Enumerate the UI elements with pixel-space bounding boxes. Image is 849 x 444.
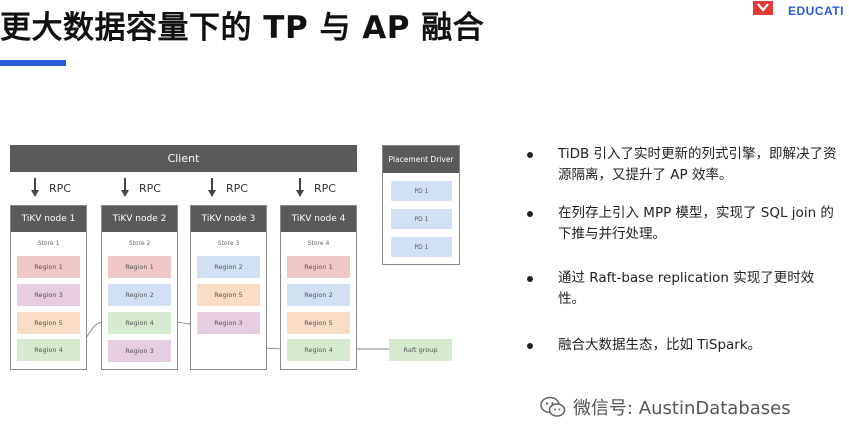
rpc-label: RPC xyxy=(314,181,336,195)
pd-title: Placement Driver xyxy=(383,146,459,173)
store-label: Store 2 xyxy=(128,240,151,247)
region-block: Region 3 xyxy=(108,340,171,362)
bullet-list: TiDB 引入了实时更新的列式引擎，即解决了资源隔离，又提升了 AP 效率。 在… xyxy=(527,144,837,356)
down-arrow-icon xyxy=(121,178,129,198)
region-block: Region 3 xyxy=(197,312,260,334)
brand-logo-area: EDUCATI xyxy=(752,0,844,22)
region-block: Region 5 xyxy=(17,312,80,334)
node-title: TiKV node 2 xyxy=(102,206,177,232)
region-block: Region 2 xyxy=(197,256,260,278)
placement-driver: Placement Driver PD 1 PD 1 PD 1 xyxy=(382,145,460,265)
store-label: Store 3 xyxy=(217,240,240,247)
rpc-label: RPC xyxy=(226,181,248,195)
rpc-arrow-4: RPC xyxy=(296,178,336,198)
rpc-arrow-2: RPC xyxy=(121,178,161,198)
store-label: Store 1 xyxy=(37,240,60,247)
tikv-node-1: TiKV node 1 Store 1 Region 1 Region 3 Re… xyxy=(10,205,87,370)
region-block: Region 1 xyxy=(17,256,80,278)
title-underline xyxy=(0,60,66,66)
rpc-label: RPC xyxy=(49,181,71,195)
bullet-item: TiDB 引入了实时更新的列式引擎，即解决了资源隔离，又提升了 AP 效率。 xyxy=(527,144,837,186)
pd-item: PD 1 xyxy=(391,181,452,201)
region-block: Region 4 xyxy=(108,312,171,334)
region-block: Region 4 xyxy=(287,339,350,361)
slide-title: 更大数据容量下的 TP 与 AP 融合 xyxy=(0,10,485,46)
pd-item: PD 1 xyxy=(391,209,452,229)
wechat-icon xyxy=(540,396,566,418)
tikv-node-4: TiKV node 4 Store 4 Region 1 Region 2 Re… xyxy=(280,205,357,370)
region-block: Region 1 xyxy=(287,256,350,278)
bullet-item: 融合大数据生态，比如 TiSpark。 xyxy=(527,335,837,356)
brand-text: EDUCATI xyxy=(788,4,844,18)
rpc-label: RPC xyxy=(139,181,161,195)
watermark-text: 微信号: AustinDatabases xyxy=(573,398,791,419)
bullet-item: 在列存上引入 MPP 模型，实现了 SQL join 的下推与并行处理。 xyxy=(527,203,837,245)
down-arrow-icon xyxy=(208,178,216,198)
rpc-arrow-3: RPC xyxy=(208,178,248,198)
client-bar: Client xyxy=(10,145,357,172)
rpc-arrow-1: RPC xyxy=(31,178,71,198)
region-block: Region 1 xyxy=(108,256,171,278)
region-block: Region 5 xyxy=(197,284,260,306)
region-block: Region 4 xyxy=(17,339,80,361)
brand-logo-icon xyxy=(752,1,774,17)
tikv-node-3: TiKV node 3 Store 3 Region 2 Region 5 Re… xyxy=(190,205,267,370)
raft-group: Raft group xyxy=(389,339,452,361)
node-title: TiKV node 1 xyxy=(11,206,86,232)
pd-item: PD 1 xyxy=(391,237,452,257)
tikv-node-2: TiKV node 2 Store 2 Region 1 Region 2 Re… xyxy=(101,205,178,370)
region-block: Region 2 xyxy=(108,284,171,306)
down-arrow-icon xyxy=(31,178,39,198)
region-block: Region 2 xyxy=(287,284,350,306)
region-block: Region 5 xyxy=(287,312,350,334)
down-arrow-icon xyxy=(296,178,304,198)
node-title: TiKV node 4 xyxy=(281,206,356,232)
watermark: 微信号: AustinDatabases xyxy=(540,394,791,420)
store-label: Store 4 xyxy=(307,240,330,247)
node-title: TiKV node 3 xyxy=(191,206,266,232)
region-block: Region 3 xyxy=(17,284,80,306)
bullet-item: 通过 Raft-base replication 实现了更时效性。 xyxy=(527,268,837,310)
